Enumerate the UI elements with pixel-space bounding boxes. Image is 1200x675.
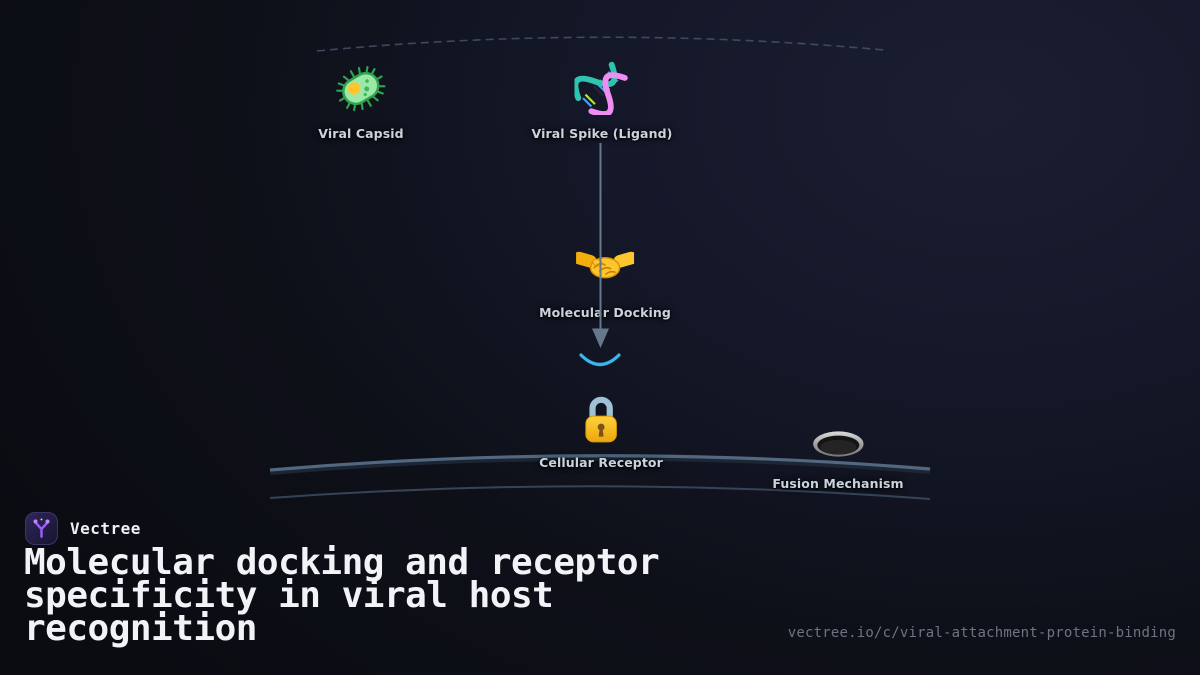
node-fusion-mechanism: Fusion Mechanism xyxy=(772,428,904,491)
node-label-fusion-mechanism: Fusion Mechanism xyxy=(772,476,904,491)
lock-icon xyxy=(585,396,617,443)
microbe-icon xyxy=(336,65,386,112)
hole-icon xyxy=(812,431,864,457)
envelope-dashed-arc xyxy=(316,36,885,52)
footer-url: vectree.io/c/viral-attachment-protein-bi… xyxy=(787,625,1176,641)
brand-name: Vectree xyxy=(70,519,141,538)
node-molecular-docking: Molecular Docking xyxy=(539,245,671,320)
node-viral-spike: Viral Spike (Ligand) xyxy=(532,61,673,141)
node-label-molecular-docking: Molecular Docking xyxy=(539,305,671,320)
page-title: Molecular docking and receptor specifici… xyxy=(24,542,660,649)
dna-icon xyxy=(575,61,629,115)
node-label-cellular-receptor: Cellular Receptor xyxy=(539,455,663,470)
brand-row: Vectree xyxy=(25,512,141,545)
binding-site-arc xyxy=(579,353,621,367)
node-label-viral-spike: Viral Spike (Ligand) xyxy=(531,126,673,141)
node-cellular-receptor: Cellular Receptor xyxy=(539,392,663,470)
node-label-viral-capsid: Viral Capsid xyxy=(318,126,404,141)
node-viral-capsid: Viral Capsid xyxy=(318,62,404,141)
vectree-branch-icon xyxy=(25,512,58,545)
flow-arrowhead-icon xyxy=(592,328,609,348)
handshake-icon xyxy=(575,251,634,279)
